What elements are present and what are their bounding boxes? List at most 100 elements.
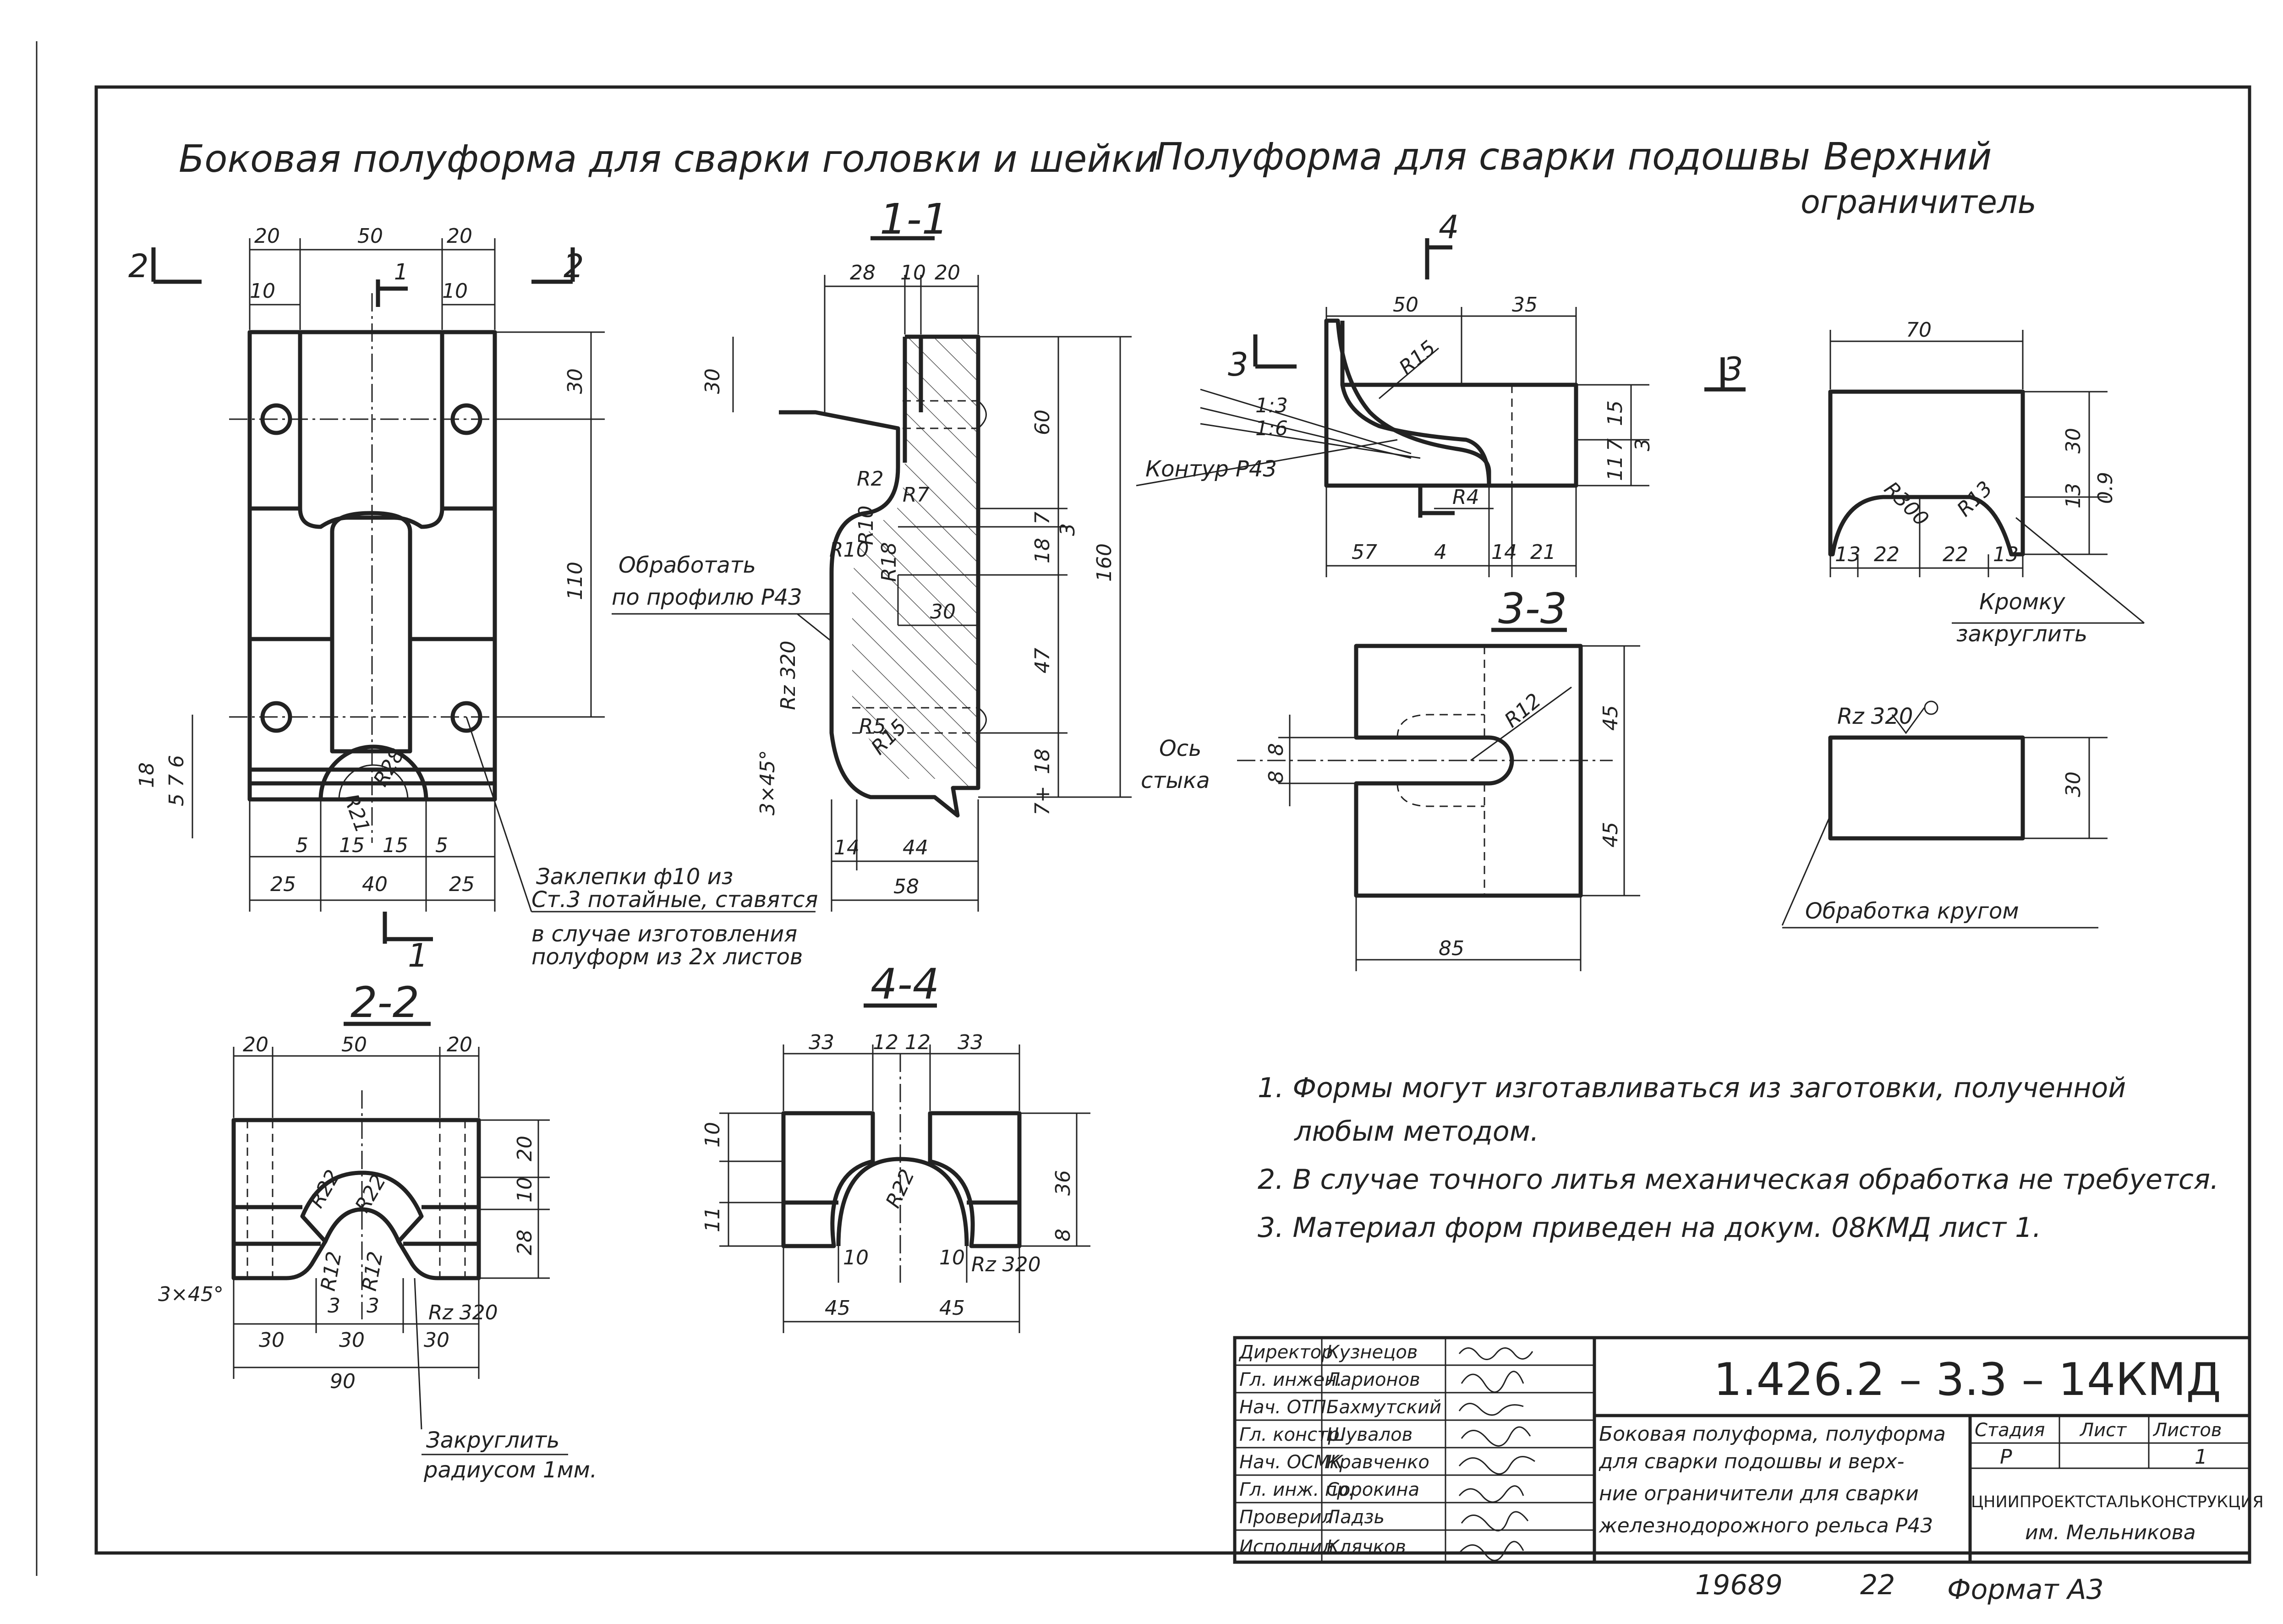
dim-35-sole: 35 xyxy=(1512,293,1538,317)
title-side-half-form: Боковая полуформа для сварки головки и ш… xyxy=(179,137,1158,181)
dim-70-lim: 70 xyxy=(1906,318,1932,342)
dim-09-lim: 0.9 xyxy=(2094,472,2117,504)
dim-r18-11: R18 xyxy=(877,542,901,582)
dim-57-sole: 57 xyxy=(1352,541,1377,564)
dim-30-lim: 30 xyxy=(2062,428,2085,454)
dim-r4-sole: R4 xyxy=(1452,486,1479,509)
dim-10-44-b: 10 xyxy=(939,1246,965,1269)
dim-45-44-a: 45 xyxy=(825,1296,850,1320)
dim-20-22-a: 20 xyxy=(243,1033,268,1056)
dim-r300-lim: R300 xyxy=(1879,477,1933,531)
dim-50-top: 50 xyxy=(357,224,383,248)
dim-45-44-b: 45 xyxy=(939,1296,965,1320)
dim-14-11: 14 xyxy=(834,836,860,859)
dim-30-22-c: 30 xyxy=(424,1329,449,1352)
dim-12-44-b: 12 xyxy=(905,1031,931,1054)
marker-2-left: 2 xyxy=(128,247,149,285)
rivet-note-1: Заклепки ф10 из xyxy=(536,864,733,890)
section-1-1-view: 28 10 20 30 60 7 3 18 47 18 7+ 160 14 44… xyxy=(701,261,1132,912)
dim-18b-11: 18 xyxy=(1031,749,1054,774)
upper-limiter-view: 70 30 13 0.9 13 22 22 13 R300 R13 xyxy=(1828,318,2145,624)
tb-desc-3: ние ограничители для сварки xyxy=(1599,1482,1919,1505)
tb-name-3: Шувалов xyxy=(1326,1424,1413,1445)
tb-role-2: Нач. ОТП xyxy=(1239,1397,1326,1418)
dim-50-sole: 50 xyxy=(1393,293,1418,317)
dim-28-22-v: 28 xyxy=(513,1230,537,1255)
ratio-1-3: 1:3 xyxy=(1255,394,1288,417)
dim-22-lim-b: 22 xyxy=(1943,543,1968,566)
org-name: ЦНИИПРОЕКТСТАЛЬКОНСТРУКЦИЯ xyxy=(1971,1493,2264,1511)
dim-7-sole: 7 xyxy=(1604,438,1627,451)
dim-3-11: 3 xyxy=(1056,523,1079,536)
tb-header-stage: Стадия xyxy=(1975,1420,2045,1441)
tb-name-2: Бахмутский xyxy=(1326,1397,1441,1418)
dim-3x45-11: 3×45° xyxy=(756,750,779,815)
rz-mark-plan: Rz 320 xyxy=(1837,704,1913,729)
title-block: Директор Кузнецов Гл. инжен. Ларионов На… xyxy=(1233,1336,2264,1564)
dim-30-plan: 30 xyxy=(2062,771,2085,797)
dim-60-11: 60 xyxy=(1031,410,1054,435)
dim-8-44: 8 xyxy=(1051,1229,1075,1241)
marker-2-right: 2 xyxy=(564,247,584,285)
dim-15-b: 15 xyxy=(383,834,408,857)
dim-rz320-22: Rz 320 xyxy=(428,1301,498,1324)
rivet-note-2: Ст.3 потайные, ставятся xyxy=(531,887,818,913)
dim-160-11: 160 xyxy=(1093,543,1116,582)
dim-3x45-22: 3×45° xyxy=(158,1283,224,1306)
archive-number: 19689 xyxy=(1695,1569,1783,1601)
dim-50-22: 50 xyxy=(341,1033,367,1056)
note-line-1: 1. Формы могут изготавливаться из загото… xyxy=(1258,1072,2126,1104)
edge-note-1: Кромку xyxy=(1979,589,2065,615)
process-label-1: Обработать xyxy=(619,552,756,578)
dim-30-side: 30 xyxy=(564,368,587,394)
section-4-4-title: 4-4 xyxy=(870,960,939,1009)
dim-12-44-a: 12 xyxy=(873,1031,898,1054)
marker-3-left: 3 xyxy=(1228,346,1248,383)
dim-10-44-v: 10 xyxy=(701,1122,724,1148)
dim-44-11: 44 xyxy=(903,836,928,859)
dim-58-11: 58 xyxy=(893,875,919,898)
tb-header-sheet: Лист xyxy=(2079,1420,2127,1441)
marker-4-top: 4 xyxy=(1439,208,1459,246)
dim-20-right: 20 xyxy=(447,224,472,248)
dim-10-11: 10 xyxy=(900,261,926,284)
tb-desc-2: для сварки подошвы и верх- xyxy=(1599,1450,1905,1473)
dim-r2-11: R2 xyxy=(857,467,884,491)
dim-r10-b: R10 xyxy=(854,505,878,545)
dim-30-22-a: 30 xyxy=(259,1329,285,1352)
marker-1-bottom: 1 xyxy=(408,937,428,974)
dim-5-a: 5 xyxy=(296,834,308,857)
sheet-frame xyxy=(94,85,2251,1555)
rounding-note-2: радиусом 1мм. xyxy=(423,1457,597,1483)
dim-r15-sole: R15 xyxy=(1395,336,1440,380)
dim-85-33: 85 xyxy=(1439,937,1464,960)
dim-14-sole: 14 xyxy=(1491,541,1517,564)
title-sole-half-form: Полуформа для сварки подошвы xyxy=(1155,135,1810,179)
dim-20-22-b: 20 xyxy=(447,1033,472,1056)
dim-r13-lim: R13 xyxy=(1953,477,1997,521)
tb-role-6: Проверил xyxy=(1239,1507,1333,1528)
tb-role-0: Директор xyxy=(1238,1342,1333,1363)
dim-10-left: 10 xyxy=(250,279,275,303)
tb-value-stage: Р xyxy=(2000,1445,2012,1469)
dim-rz320-44: Rz 320 xyxy=(971,1253,1041,1276)
tb-name-4: Кравченко xyxy=(1326,1452,1429,1473)
dim-30-22-b: 30 xyxy=(339,1329,365,1352)
dim-3-22-a: 3 xyxy=(328,1294,340,1318)
dim-576-left: 5 7 6 xyxy=(165,755,188,806)
tb-name-5: Сорокина xyxy=(1326,1479,1419,1500)
dim-r22-22-a: R22 xyxy=(305,1166,345,1212)
dim-4-sole: 4 xyxy=(1434,541,1447,564)
dim-20-22-v: 20 xyxy=(513,1136,537,1161)
dim-36-44: 36 xyxy=(1051,1170,1075,1196)
joint-axis-1: Ось xyxy=(1159,736,1201,761)
joint-axis-2: стыка xyxy=(1141,768,1210,793)
note-line-3: 2. В случае точного литья механическая о… xyxy=(1258,1164,2219,1196)
dim-r10-a: R10 xyxy=(829,538,869,562)
tb-name-1: Ларионов xyxy=(1325,1369,1420,1390)
format-label: Формат А3 xyxy=(1947,1574,2104,1606)
tb-header-sheets: Листов xyxy=(2152,1420,2222,1441)
dim-18-11: 18 xyxy=(1031,538,1054,563)
dim-8-33-b: 8 xyxy=(1265,771,1288,783)
